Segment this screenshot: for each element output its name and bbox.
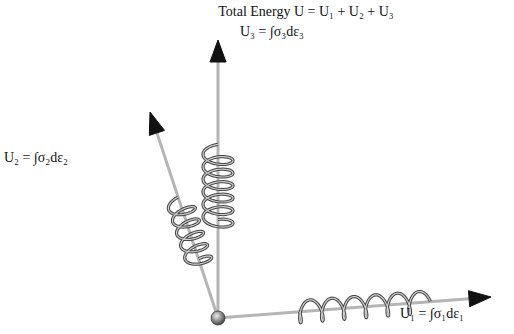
title: Total Energy U = U₁ + U₂ + U₃ <box>218 4 394 19</box>
energy-label: U₁ = ∫σ₁dε₁ <box>400 306 464 321</box>
spring-highlight <box>203 144 233 227</box>
energy-label: U₂ = ∫σ₂dε₂ <box>4 150 68 165</box>
origin-ball <box>211 311 225 325</box>
energy-label: U₃ = ∫σ₃dε₃ <box>240 24 304 39</box>
spring-coil <box>203 144 233 227</box>
arrow-head <box>210 40 226 62</box>
axis-lines <box>149 40 491 318</box>
spring-coils <box>168 144 430 322</box>
arrow-head <box>149 112 164 135</box>
arrow-head <box>468 291 491 307</box>
